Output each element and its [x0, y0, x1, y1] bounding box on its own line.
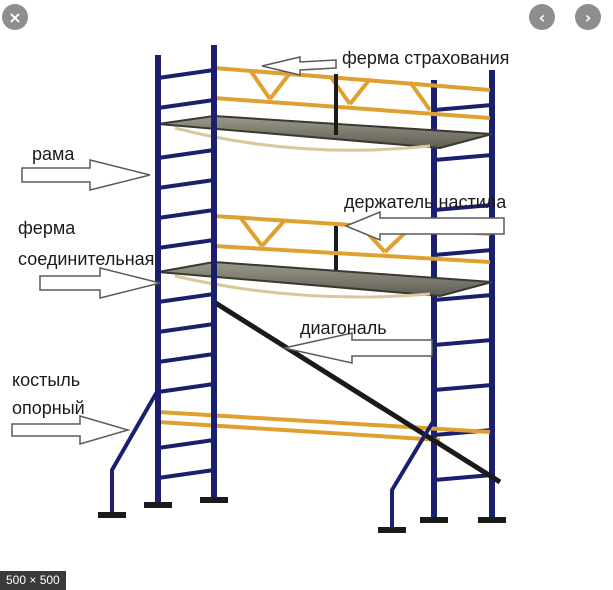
base-plates: [98, 497, 506, 533]
chevron-right-icon: ›: [584, 7, 592, 27]
label-opornyi: опорный: [12, 398, 85, 418]
middle-deck: [157, 260, 493, 299]
label-derzhatel-nastila: держатель настила: [344, 192, 507, 212]
arrow-derzhatel: [344, 210, 505, 242]
labels: ферма страхования рама держатель настила…: [12, 48, 509, 418]
support-outriggers: [110, 389, 436, 530]
arrow-ferma-soedinitelnaya: [39, 267, 161, 299]
upper-deck: [157, 114, 493, 152]
arrow-kostyl: [11, 415, 131, 445]
label-soedinitelnaya: соединительная: [18, 249, 154, 269]
label-ferma: ферма: [18, 218, 76, 238]
upper-safety-truss: [213, 66, 491, 120]
right-frame: [431, 70, 495, 520]
previous-image-button[interactable]: ‹: [529, 4, 555, 30]
label-kostyl: костыль: [12, 370, 80, 390]
label-rama: рама: [32, 144, 75, 164]
arrow-ferma-strahovaniya: [261, 56, 337, 76]
close-icon: ×: [8, 7, 22, 27]
arrow-diagonal: [283, 332, 433, 364]
arrow-rama: [21, 159, 151, 191]
left-frame: [155, 45, 217, 505]
label-diagonal: диагональ: [300, 318, 387, 338]
chevron-left-icon: ‹: [538, 7, 546, 27]
callout-arrows: [11, 56, 505, 445]
diagonal-brace: [212, 299, 502, 485]
close-button[interactable]: ×: [2, 4, 28, 30]
label-ferma-strahovaniya: ферма страхования: [342, 48, 509, 68]
image-size-badge: 500 × 500: [0, 571, 66, 590]
next-image-button[interactable]: ›: [575, 4, 601, 30]
